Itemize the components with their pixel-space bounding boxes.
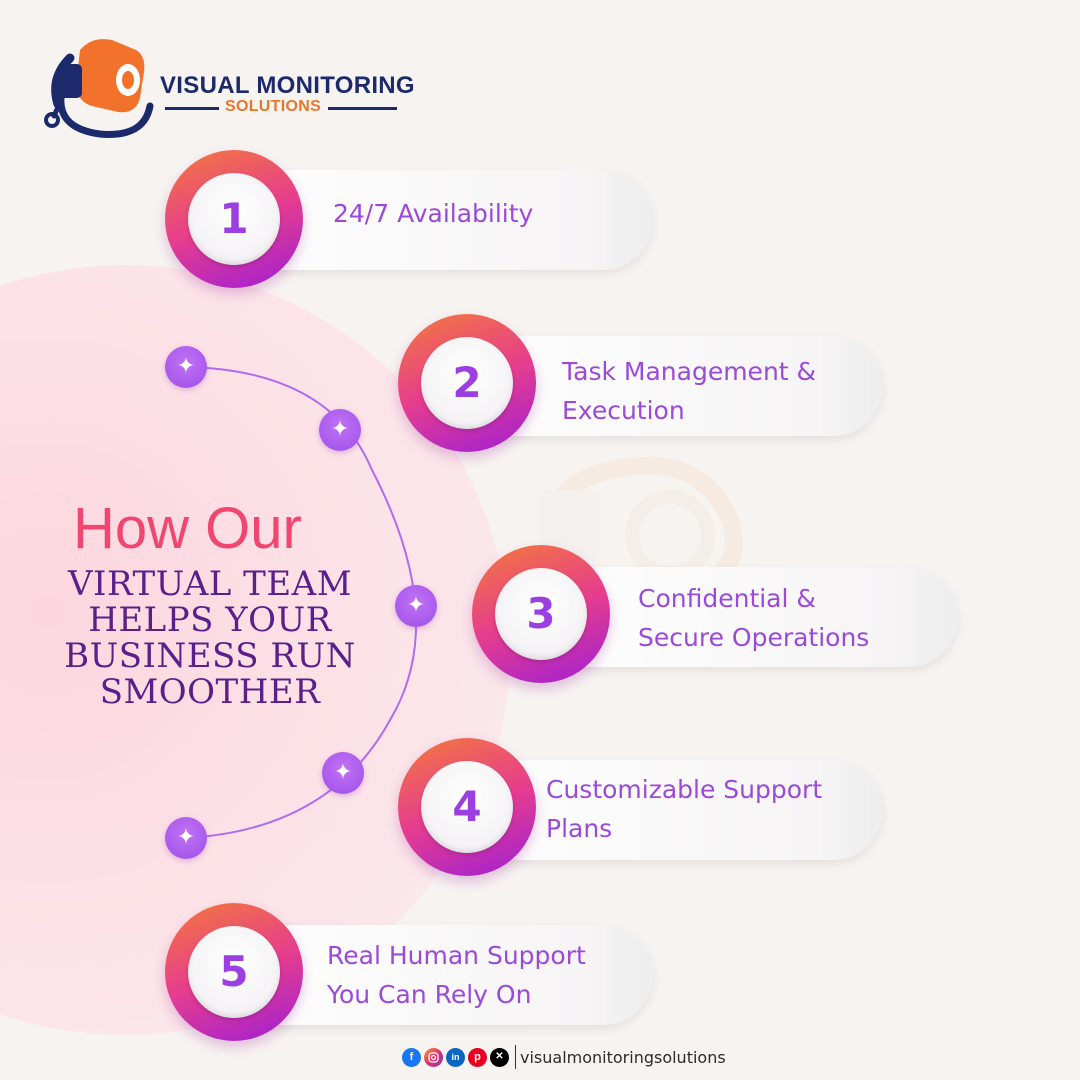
brand-divider-left bbox=[165, 107, 219, 110]
number-badge-3: 3 bbox=[472, 545, 610, 683]
facebook-icon[interactable]: f bbox=[402, 1047, 421, 1067]
benefit-label-4-line-1: Customizable Support bbox=[546, 775, 823, 804]
number-badge-4: 4 bbox=[398, 738, 536, 876]
brand-subtitle: SOLUTIONS bbox=[225, 98, 322, 115]
brand-logo: VISUAL MONITORING SOLUTIONS bbox=[40, 28, 420, 143]
badge-number: 2 bbox=[452, 358, 482, 407]
benefit-label-3-line-1: Confidential & bbox=[638, 584, 816, 613]
badge-number: 4 bbox=[452, 782, 482, 831]
brand-divider-right bbox=[328, 107, 397, 110]
cctv-camera-icon bbox=[44, 39, 154, 138]
heading-title: How Our bbox=[73, 496, 302, 561]
benefit-label-5-line-2: You Can Rely On bbox=[327, 980, 532, 1009]
badge-number: 5 bbox=[219, 947, 249, 996]
benefit-label-5-line-1: Real Human Support bbox=[327, 941, 586, 970]
x-icon[interactable]: ✕ bbox=[490, 1047, 509, 1067]
benefit-label-2-line-2: Execution bbox=[562, 396, 685, 425]
sparkle-icon: ✦ bbox=[322, 752, 364, 794]
brand-subtitle-row: SOLUTIONS bbox=[165, 98, 397, 117]
instagram-icon[interactable] bbox=[424, 1047, 443, 1067]
social-handle[interactable]: visualmonitoringsolutions bbox=[520, 1047, 726, 1067]
sparkle-icon: ✦ bbox=[165, 346, 207, 388]
benefit-label-4-line-2: Plans bbox=[546, 814, 613, 843]
footer-divider bbox=[515, 1045, 516, 1069]
number-badge-5: 5 bbox=[165, 903, 303, 1041]
sparkle-icon: ✦ bbox=[395, 585, 437, 627]
benefit-label-2-line-1: Task Management & bbox=[562, 357, 817, 386]
social-footer: f in p ✕ visualmonitoringsolutions bbox=[402, 1042, 726, 1072]
badge-number: 3 bbox=[526, 589, 556, 638]
benefit-label-3-line-2: Secure Operations bbox=[638, 623, 870, 652]
badge-number: 1 bbox=[219, 194, 249, 243]
pinterest-icon[interactable]: p bbox=[468, 1047, 487, 1067]
number-badge-1: 1 bbox=[165, 150, 303, 288]
benefit-label-1: 24/7 Availability bbox=[333, 199, 534, 228]
heading-subtitle: VIRTUAL TEAM HELPS YOUR BUSINESS RUN SMO… bbox=[64, 564, 356, 712]
number-badge-2: 2 bbox=[398, 314, 536, 452]
linkedin-icon[interactable]: in bbox=[446, 1047, 465, 1067]
brand-title: VISUAL MONITORING bbox=[160, 72, 415, 99]
sparkle-icon: ✦ bbox=[165, 817, 207, 859]
sparkle-icon: ✦ bbox=[319, 409, 361, 451]
